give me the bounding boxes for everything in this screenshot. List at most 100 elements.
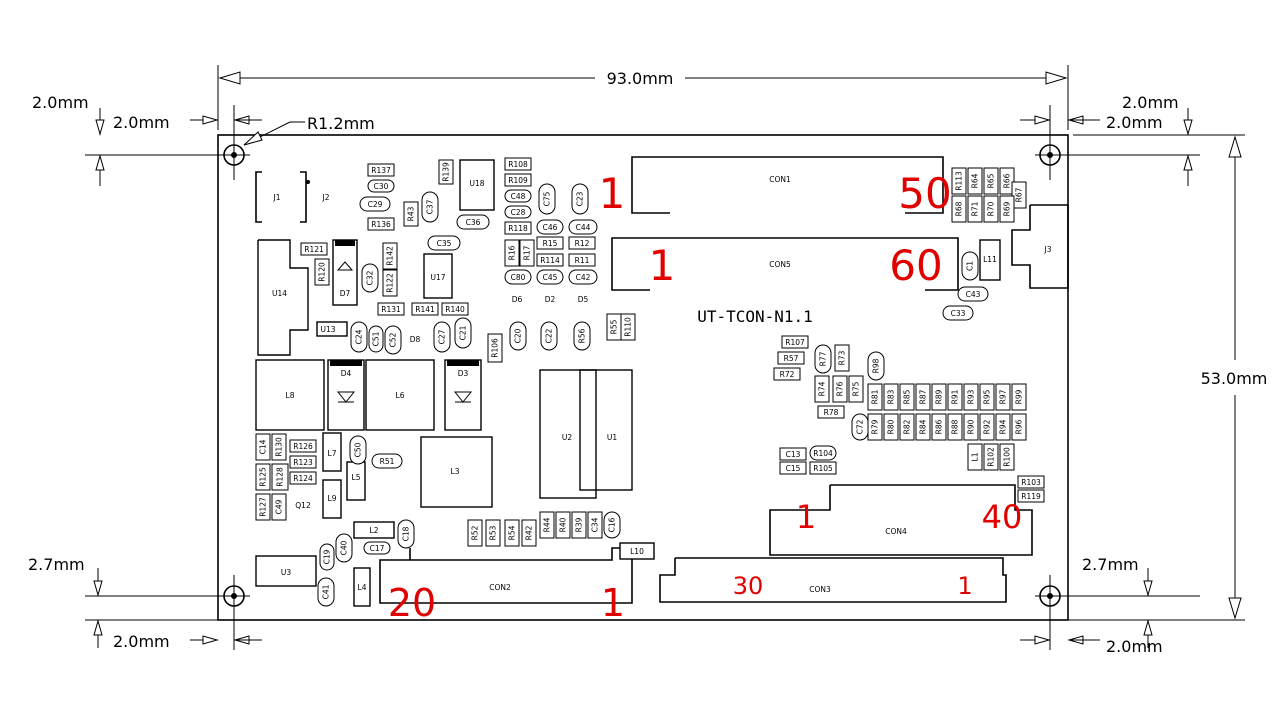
component-label: R106: [491, 338, 500, 358]
component-label: R108: [508, 160, 528, 169]
component-label: C52: [389, 332, 398, 347]
component-r120: R120: [314, 258, 330, 286]
component-label: R103: [1021, 478, 1041, 487]
corner-dims-bottom-right: 2.7mm 2.0mm: [1020, 555, 1200, 656]
component-r39: R39: [571, 511, 587, 539]
component-label: C75: [543, 191, 552, 206]
component-r70: R70: [983, 195, 999, 223]
component-c41: C41: [317, 577, 335, 607]
component-label: R118: [508, 224, 528, 233]
component-label: C49: [275, 499, 284, 514]
component-c50: C50: [349, 435, 367, 465]
component-r105: R105: [809, 461, 837, 475]
component-r75: R75: [848, 375, 864, 403]
component-label: R43: [407, 206, 416, 221]
svg-text:D7: D7: [340, 289, 351, 298]
component-r110: R110: [620, 313, 636, 341]
svg-text:U18: U18: [469, 179, 484, 188]
component-c44: C44: [568, 219, 598, 235]
component-label: R56: [578, 328, 587, 343]
component-label: R78: [824, 408, 839, 417]
component-label: C14: [259, 439, 268, 454]
component-label: C46: [543, 223, 558, 232]
component-r65: R65: [983, 167, 999, 195]
component-r55: R55: [606, 313, 622, 341]
component-c49: C49: [271, 493, 287, 521]
component-r64: R64: [967, 167, 983, 195]
component-label: R122: [386, 273, 395, 293]
component-c20: C20: [509, 321, 527, 351]
component-r136: R136: [367, 217, 395, 231]
svg-text:U13: U13: [320, 325, 335, 334]
component-r114: R114: [536, 253, 564, 267]
component-label: C32: [366, 270, 375, 285]
component-c52: C52: [384, 325, 402, 355]
component-r17: R17: [519, 239, 535, 267]
component-r69: R69: [999, 195, 1015, 223]
component-r128: R128: [271, 463, 289, 491]
component-label: R94: [999, 419, 1008, 434]
component-label: R109: [508, 176, 528, 185]
component-label: R120: [318, 262, 327, 282]
component-c36: C36: [456, 214, 490, 230]
component-label: R70: [987, 201, 996, 216]
component-r93: R93: [963, 383, 979, 411]
component-label: R96: [1015, 419, 1024, 434]
component-c14: C14: [255, 433, 271, 461]
height-dimension: 53.0mm: [1073, 134, 1267, 621]
svg-text:2.0mm: 2.0mm: [113, 632, 170, 651]
component-label: R84: [919, 419, 928, 434]
component-r53: R53: [485, 519, 501, 547]
component-r140: R140: [441, 302, 469, 316]
component-label: R67: [1015, 187, 1024, 202]
width-label: 93.0mm: [607, 69, 674, 88]
component-r77: R77: [814, 344, 832, 374]
component-label: R93: [967, 389, 976, 404]
component-r121: R121: [300, 242, 328, 256]
component-c48: C48: [504, 189, 532, 203]
component-c19: C19: [319, 543, 335, 571]
svg-text:U17: U17: [430, 273, 445, 282]
component-label: R104: [813, 449, 833, 458]
component-label: R82: [903, 419, 912, 434]
con3-pin-right: 1: [957, 572, 972, 600]
component-label: R74: [818, 381, 827, 396]
component-r142: R142: [382, 242, 398, 270]
component-r125: R125: [255, 463, 271, 491]
component-r76: R76: [832, 375, 848, 403]
component-label: R95: [983, 389, 992, 404]
component-c17: C17: [363, 541, 391, 555]
con2-pin-right: 1: [601, 581, 625, 625]
svg-text:U3: U3: [281, 568, 291, 577]
component-label: C27: [438, 329, 447, 344]
component-label: R131: [381, 305, 401, 314]
svg-text:L6: L6: [396, 391, 405, 400]
component-c80: C80: [504, 269, 532, 285]
component-label: C29: [368, 200, 383, 209]
component-r126: R126: [289, 439, 317, 453]
component-label: C41: [322, 584, 331, 599]
component-label: R140: [445, 305, 465, 314]
component-label: R66: [1003, 173, 1012, 188]
component-label: C19: [323, 549, 332, 564]
component-r88: R88: [947, 413, 963, 441]
component-label: C21: [459, 325, 468, 340]
component-label: R105: [813, 464, 833, 473]
component-r106: R106: [487, 333, 503, 363]
svg-text:Q12: Q12: [295, 501, 311, 510]
component-label: R102: [987, 447, 996, 467]
component-r137: R137: [367, 163, 395, 177]
component-c28: C28: [504, 205, 532, 219]
component-c27: C27: [433, 321, 451, 353]
component-label: R40: [559, 517, 568, 532]
component-label: R92: [983, 419, 992, 434]
component-label: L1: [971, 452, 980, 461]
component-label: R114: [540, 256, 560, 265]
component-r131: R131: [377, 302, 405, 316]
component-label: C80: [511, 273, 526, 282]
component-r43: R43: [403, 201, 419, 227]
component-r85: R85: [899, 383, 915, 411]
component-c45: C45: [536, 269, 564, 285]
hole-radius-callout: R1.2mm: [243, 114, 375, 146]
component-c33: C33: [942, 305, 974, 321]
